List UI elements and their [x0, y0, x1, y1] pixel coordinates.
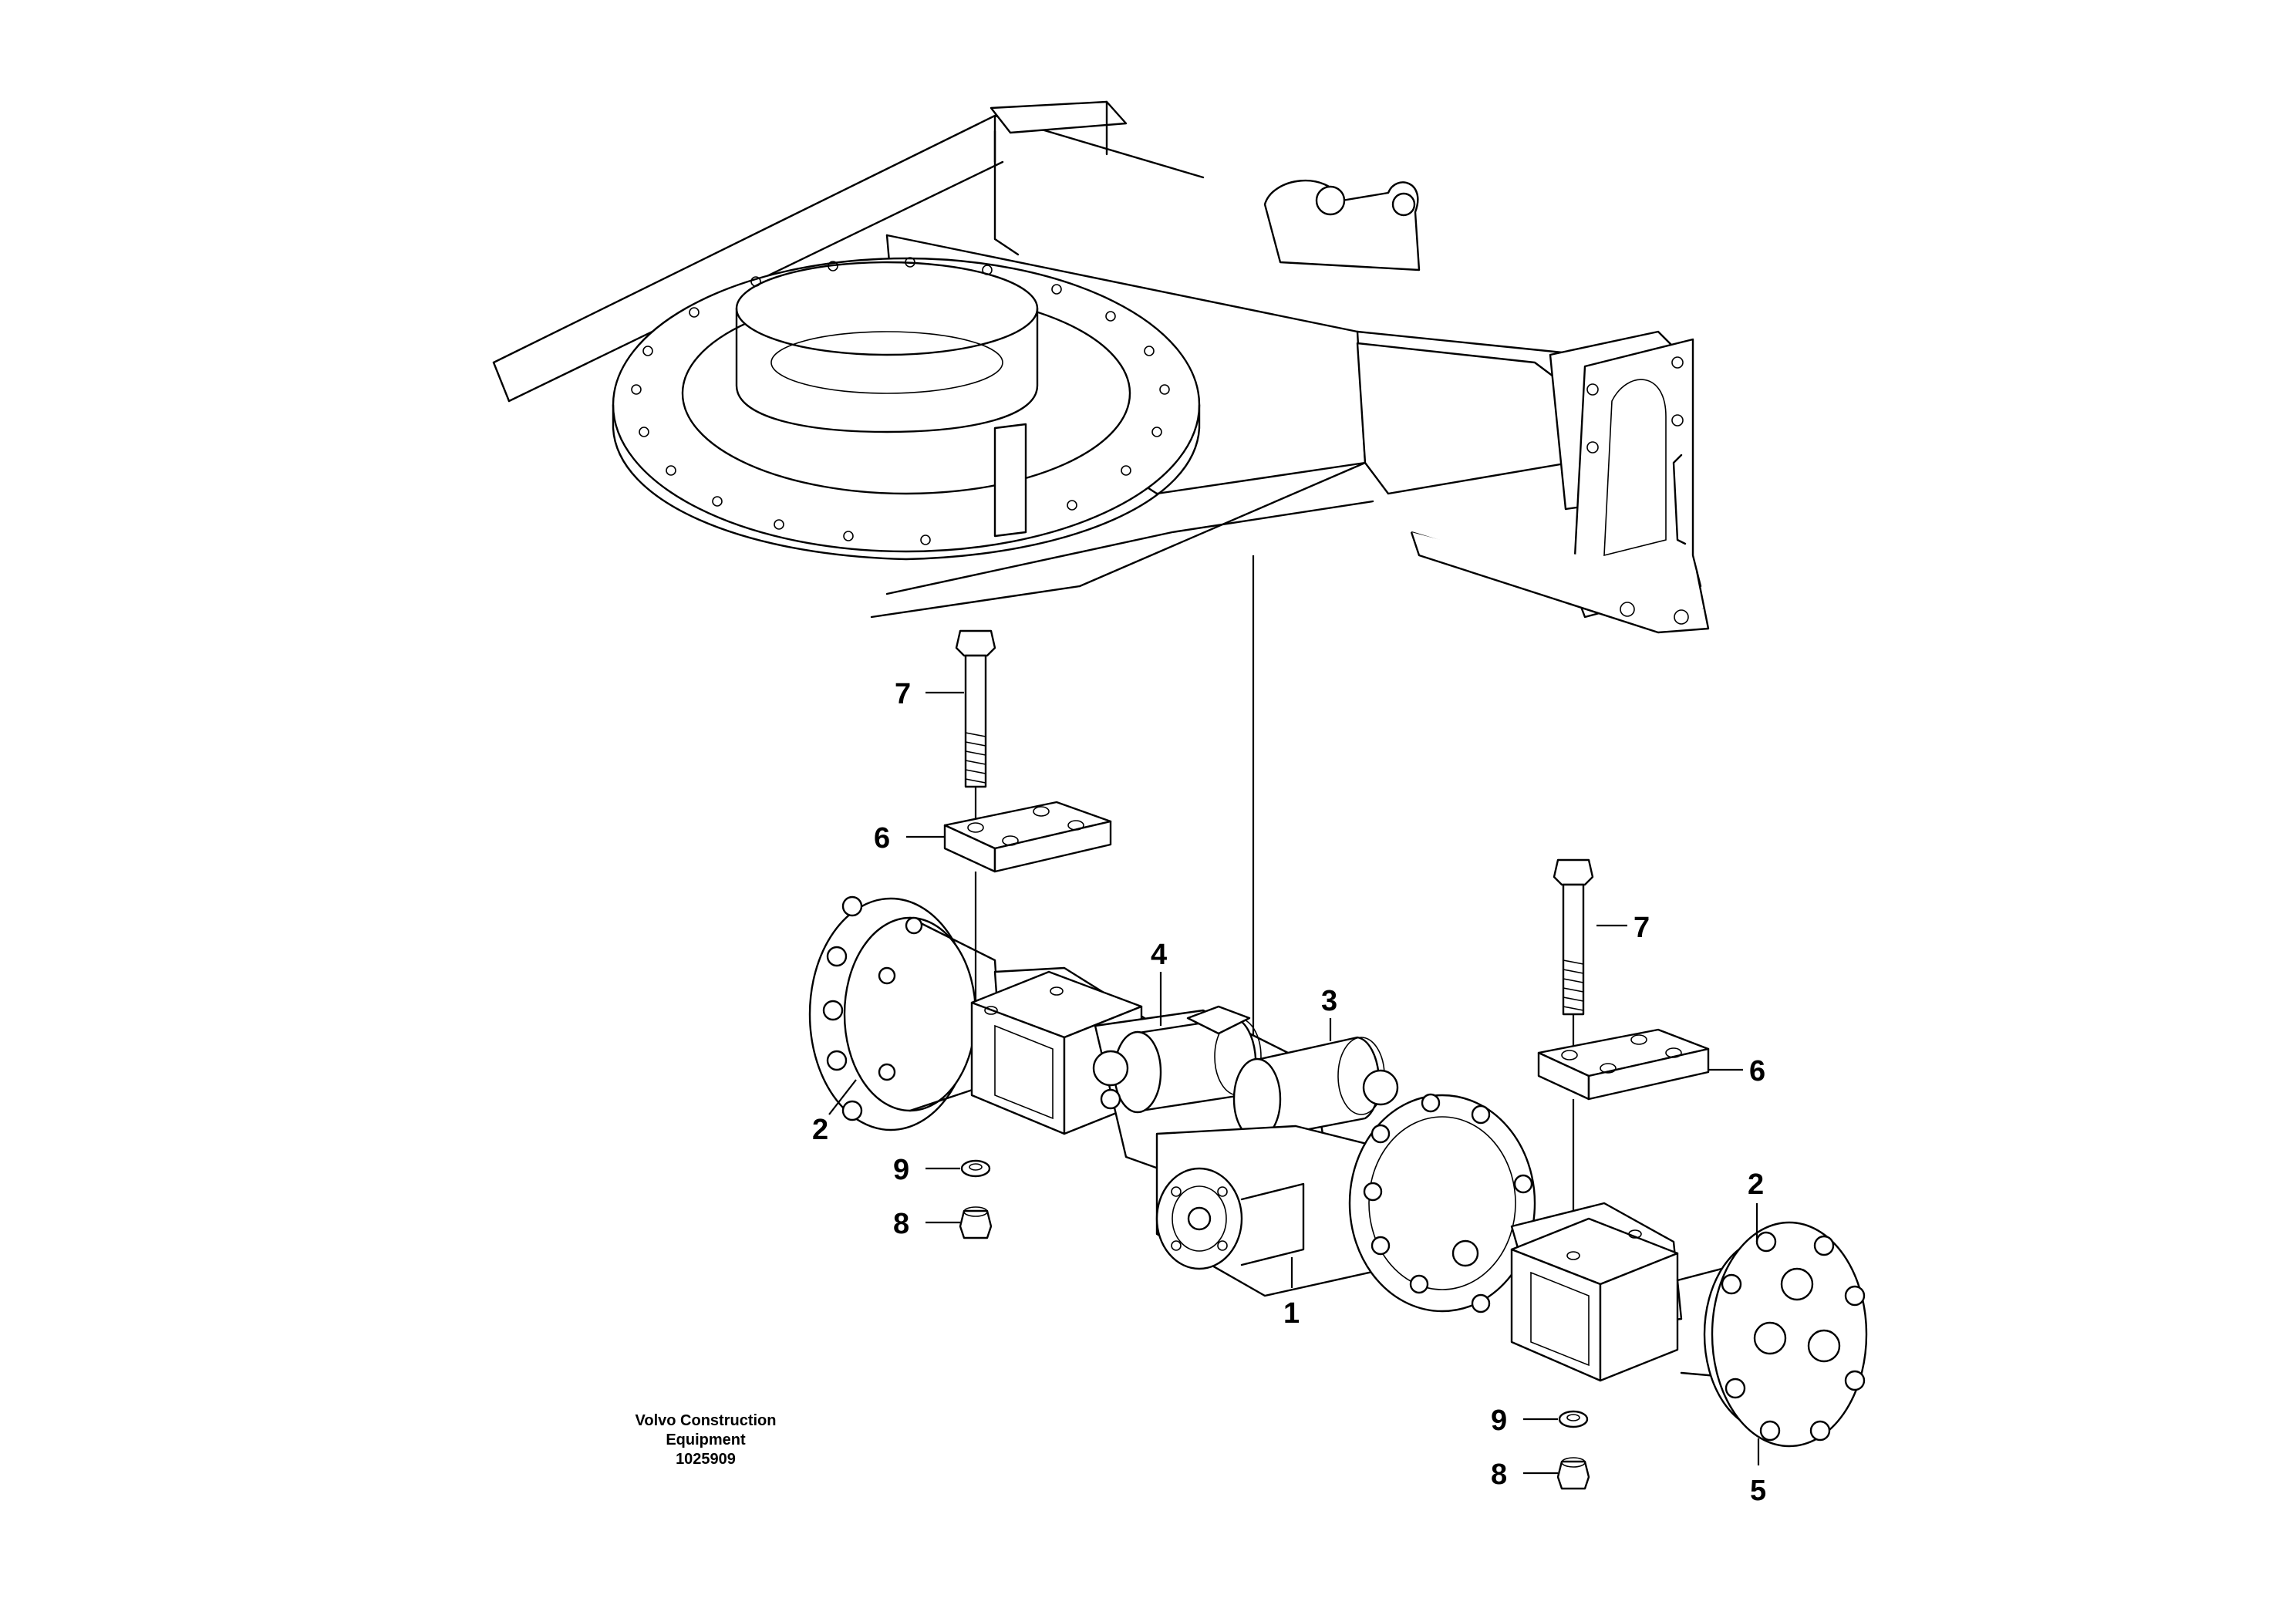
callout-8-right: 8	[1491, 1458, 1507, 1491]
callout-2-left: 2	[812, 1114, 828, 1146]
nut-left	[959, 1206, 993, 1239]
axle-assembly	[808, 895, 1868, 1448]
callout-1: 1	[1283, 1297, 1300, 1330]
bolt-right	[1553, 858, 1594, 1049]
callout-6-right: 6	[1749, 1055, 1765, 1088]
publisher-credit: Volvo Construction Equipment 1025909	[602, 1411, 810, 1469]
callout-7-right: 7	[1633, 912, 1650, 944]
bolt-left	[955, 629, 996, 825]
callout-3: 3	[1321, 985, 1337, 1017]
washer-right	[1558, 1410, 1589, 1428]
callout-6-left: 6	[874, 822, 890, 855]
credit-line-2: Equipment	[666, 1431, 746, 1448]
chassis-frame	[492, 100, 1710, 634]
callout-4: 4	[1151, 939, 1167, 971]
callout-9-right: 9	[1491, 1404, 1507, 1437]
callout-2-right: 2	[1748, 1168, 1764, 1201]
ring-bolt-holes	[631, 257, 1170, 545]
callout-9-left: 9	[893, 1154, 909, 1186]
callout-7-left: 7	[895, 678, 911, 710]
nut-right	[1556, 1457, 1590, 1490]
callout-leaders	[828, 691, 1760, 1475]
callout-8-left: 8	[893, 1208, 909, 1240]
credit-line-1: Volvo Construction	[635, 1412, 777, 1429]
plate-right	[1537, 1028, 1710, 1234]
drawing-number: 1025909	[676, 1451, 736, 1468]
plate-left	[943, 801, 1112, 1010]
callout-labels: 7 6 4 3 7 6 2 2 1 9 8 9 8 5	[812, 678, 1766, 1507]
callout-5: 5	[1750, 1475, 1766, 1507]
washer-left	[960, 1159, 991, 1178]
